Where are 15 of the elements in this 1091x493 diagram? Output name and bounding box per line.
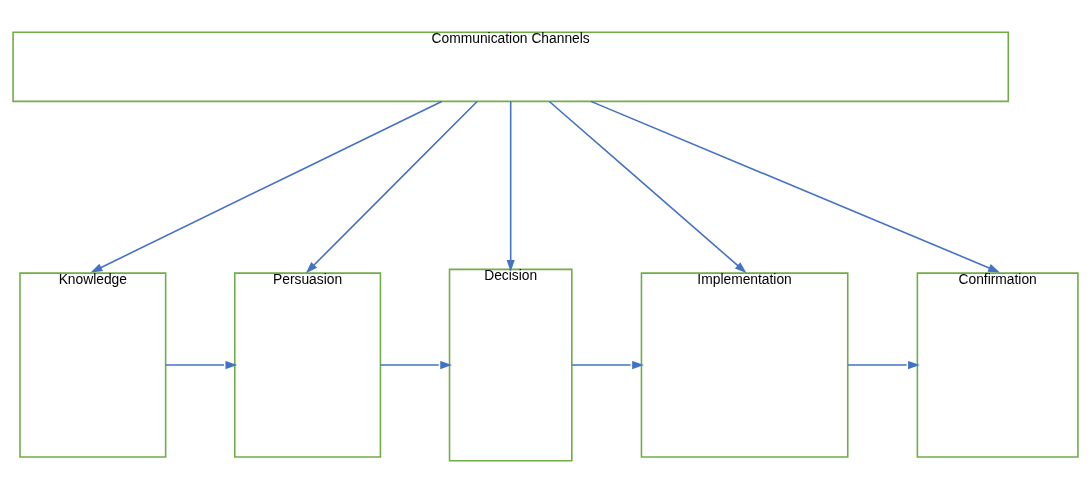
arrow [164, 360, 238, 370]
arrow [590, 100, 1000, 273]
arrow [846, 360, 920, 370]
node-box: Decision [448, 268, 573, 462]
arrow [571, 360, 644, 370]
node-box: Persuasion [233, 272, 382, 458]
node-box: Implementation [640, 272, 849, 458]
arrow [379, 360, 452, 370]
arrow [305, 100, 478, 274]
node-box: Confirmation [916, 272, 1079, 458]
node-box: Knowledge [19, 272, 167, 458]
arrow [90, 100, 443, 273]
node-box: Communication Channels [12, 31, 1010, 103]
arrow [548, 100, 747, 274]
arrow [506, 100, 515, 272]
